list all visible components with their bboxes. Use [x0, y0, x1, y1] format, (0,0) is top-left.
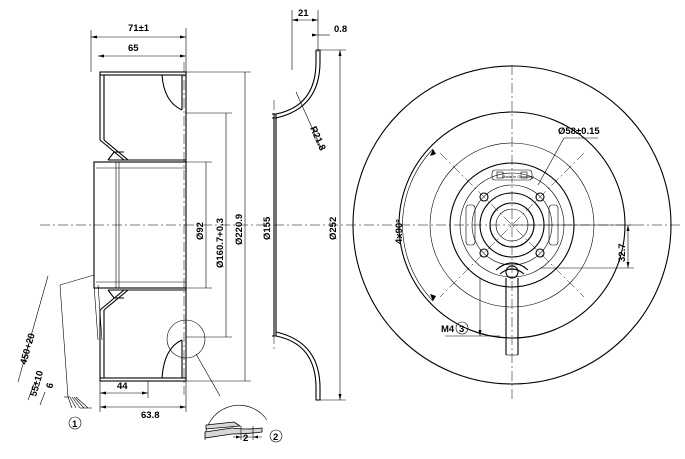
dim-71-label: 71±1 [128, 23, 150, 34]
outer-ring [352, 65, 672, 385]
motor-housing [93, 161, 187, 289]
side-view: 71±1 65 [17, 23, 680, 430]
callout-3-circle [455, 321, 469, 335]
front-view: Made in Germany Ø58±0.15 4x90° 32.7 M4 3 [352, 65, 672, 400]
mount-hole-br [535, 248, 545, 258]
callout-2-label: 2 [273, 432, 278, 443]
dim-63-label: 63.8 [141, 410, 160, 421]
dim-252-label: Ø252 [328, 217, 339, 240]
m4-label: M4 [441, 324, 455, 335]
dim-450-label: 450+20 [18, 332, 37, 366]
dim-55-label: 55±10 [28, 369, 46, 397]
dim-6-label: 6 [44, 382, 56, 390]
dim-155-label: Ø155 [262, 216, 273, 240]
mount-hole-tl [479, 192, 489, 202]
radius-label: R21.8 [307, 125, 327, 153]
callout-3-label: 3 [459, 324, 464, 335]
angle-arc [402, 148, 434, 302]
dim-65-label: 65 [128, 43, 139, 54]
dim-58-label: Ø58±0.15 [558, 126, 600, 137]
dim-92-label: Ø92 [195, 222, 206, 240]
angle-label: 4x90° [394, 219, 405, 244]
dim-21-label: 21 [298, 8, 309, 19]
hub-label: Made in Germany [502, 174, 534, 179]
callout-2-circle [269, 429, 283, 443]
mount-hole-tr [535, 192, 545, 202]
dim-220-label: Ø220.9 [234, 214, 245, 245]
detail-dim-2-label: 2 [243, 433, 248, 444]
detail-circle [166, 319, 206, 359]
mount-hole-bl [479, 248, 489, 258]
dim-08-label: 0.8 [334, 24, 347, 35]
cable [59, 274, 103, 409]
callout-1-label: 1 [72, 419, 78, 430]
detail-view: 2 2 [204, 404, 283, 444]
dim-160-label: Ø160.7+0.3 [215, 218, 226, 268]
section-view: 21 0.8 R21.8 Ø155 Ø252 [262, 8, 347, 401]
dim-327-label: 32.7 [617, 244, 628, 263]
callout-1-circle [68, 416, 82, 430]
dim-44-label: 44 [117, 381, 128, 392]
dim-line-450 [17, 275, 49, 383]
